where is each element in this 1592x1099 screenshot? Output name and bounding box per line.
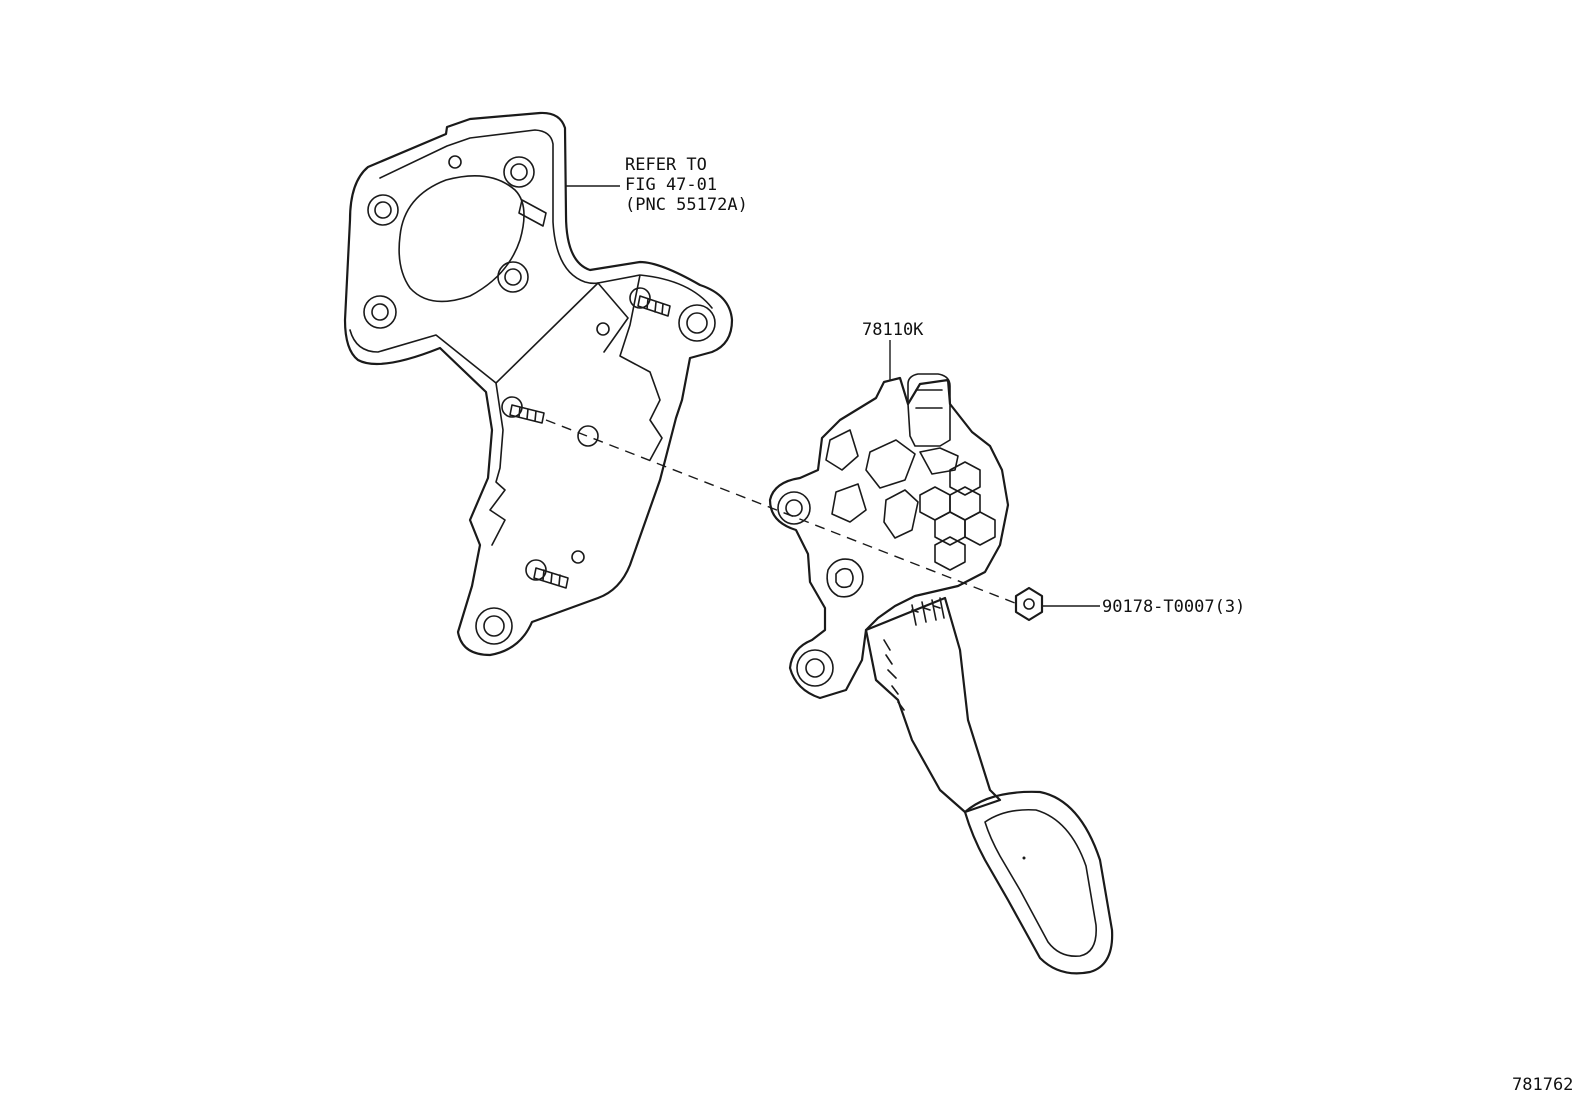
bracket-hole — [571, 550, 585, 564]
bracket-stud — [509, 199, 671, 589]
pedal-part-number: 78110K — [862, 320, 924, 340]
bracket-hole — [448, 155, 462, 169]
figure-id: 781762 — [1512, 1075, 1573, 1095]
pedal-pad-inner — [984, 808, 1097, 958]
pedal-mount-hole — [785, 499, 803, 517]
flange-nut — [1014, 586, 1044, 622]
pedal-bracket — [343, 111, 734, 657]
bracket-hole — [596, 322, 610, 336]
pedal-pivot — [826, 558, 864, 598]
bracket-hole — [577, 425, 599, 447]
accelerator-pedal-assembly — [768, 373, 1114, 975]
bracket-ref-line3: (PNC 55172A) — [625, 195, 748, 215]
pedal-mount-boss — [796, 649, 834, 687]
bracket-inner-rim — [349, 129, 599, 384]
pedal-pad-dot — [1022, 856, 1026, 860]
pedal-connector — [907, 373, 951, 447]
bracket-rib — [489, 274, 713, 546]
pedal-mount-boss — [777, 491, 811, 525]
pedal-housing — [768, 376, 1010, 700]
bracket-ref-line1: REFER TO — [625, 155, 707, 175]
bracket-ref-line2: FIG 47-01 — [625, 175, 717, 195]
pedal-pad — [963, 790, 1114, 975]
bracket-outline — [343, 111, 734, 657]
pedal-mount-hole — [805, 658, 825, 678]
bracket-boss — [363, 156, 716, 645]
assembly-axis-line — [545, 419, 1016, 604]
bracket-opening — [398, 174, 525, 303]
pedal-arm — [864, 596, 1002, 814]
pedal-lever-markings — [883, 597, 945, 711]
pedal-housing-ribs — [825, 429, 996, 571]
nut-part-number: 90178-T0007(3) — [1102, 597, 1245, 617]
